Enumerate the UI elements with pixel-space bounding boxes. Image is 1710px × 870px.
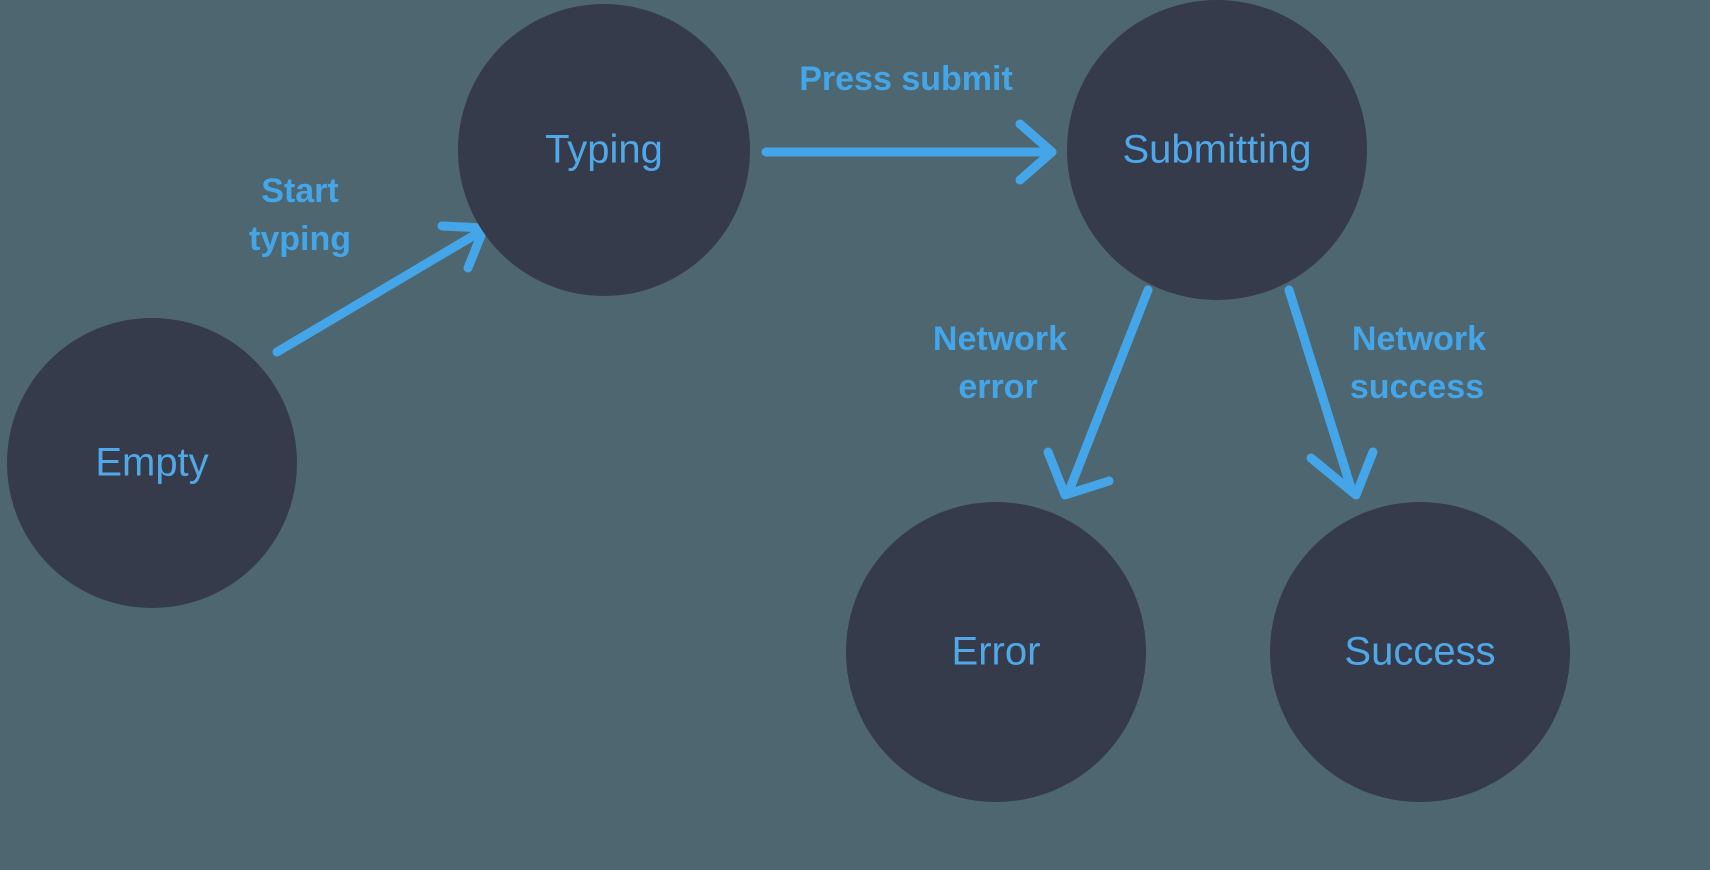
transition-start-typing-line [272, 228, 483, 357]
state-node-typing[interactable]: Typing [458, 4, 750, 296]
transition-network-error-label-line-1: Network [933, 320, 1067, 358]
state-node-empty-circle [7, 318, 297, 608]
transition-press-submit[interactable] [761, 119, 1057, 185]
state-node-typing-label: Typing [545, 128, 663, 172]
state-node-typing-circle [458, 4, 750, 296]
transition-network-success[interactable] [1284, 285, 1378, 500]
transition-start-typing-label: Start typing [249, 172, 351, 258]
transition-network-error-line [1064, 285, 1153, 496]
state-node-error-label: Error [952, 630, 1041, 674]
state-node-error[interactable]: Error [846, 502, 1146, 802]
state-node-submitting-circle [1067, 0, 1367, 300]
transition-network-error[interactable] [1043, 285, 1153, 500]
state-node-submitting-label: Submitting [1123, 128, 1312, 172]
state-node-success-label: Success [1344, 630, 1495, 674]
state-node-submitting[interactable]: Submitting [1067, 0, 1367, 300]
state-node-error-circle [846, 502, 1146, 802]
state-node-success[interactable]: Success [1270, 502, 1570, 802]
transition-press-submit-label-line-1: Press submit [799, 60, 1013, 98]
transition-start-typing-label-line-1: Start [261, 172, 338, 210]
state-node-empty[interactable]: Empty [7, 318, 297, 608]
transition-network-success-line [1284, 285, 1357, 496]
transition-network-error-label-line-2: error [958, 368, 1037, 406]
transition-start-typing-label-line-2: typing [249, 220, 351, 258]
transition-network-success-label-line-1: Network [1352, 320, 1486, 358]
transition-network-error-arrowhead [1043, 447, 1114, 500]
transition-network-error-label: Network error [933, 320, 1067, 406]
transition-network-success-arrowhead [1306, 447, 1378, 500]
state-node-empty-label: Empty [95, 441, 208, 485]
transition-press-submit-arrowhead [1015, 119, 1057, 185]
transition-network-success-label: Network success [1350, 320, 1486, 406]
transition-press-submit-label: Press submit [799, 60, 1013, 98]
transition-network-success-label-line-2: success [1350, 368, 1484, 406]
state-node-success-circle [1270, 502, 1570, 802]
